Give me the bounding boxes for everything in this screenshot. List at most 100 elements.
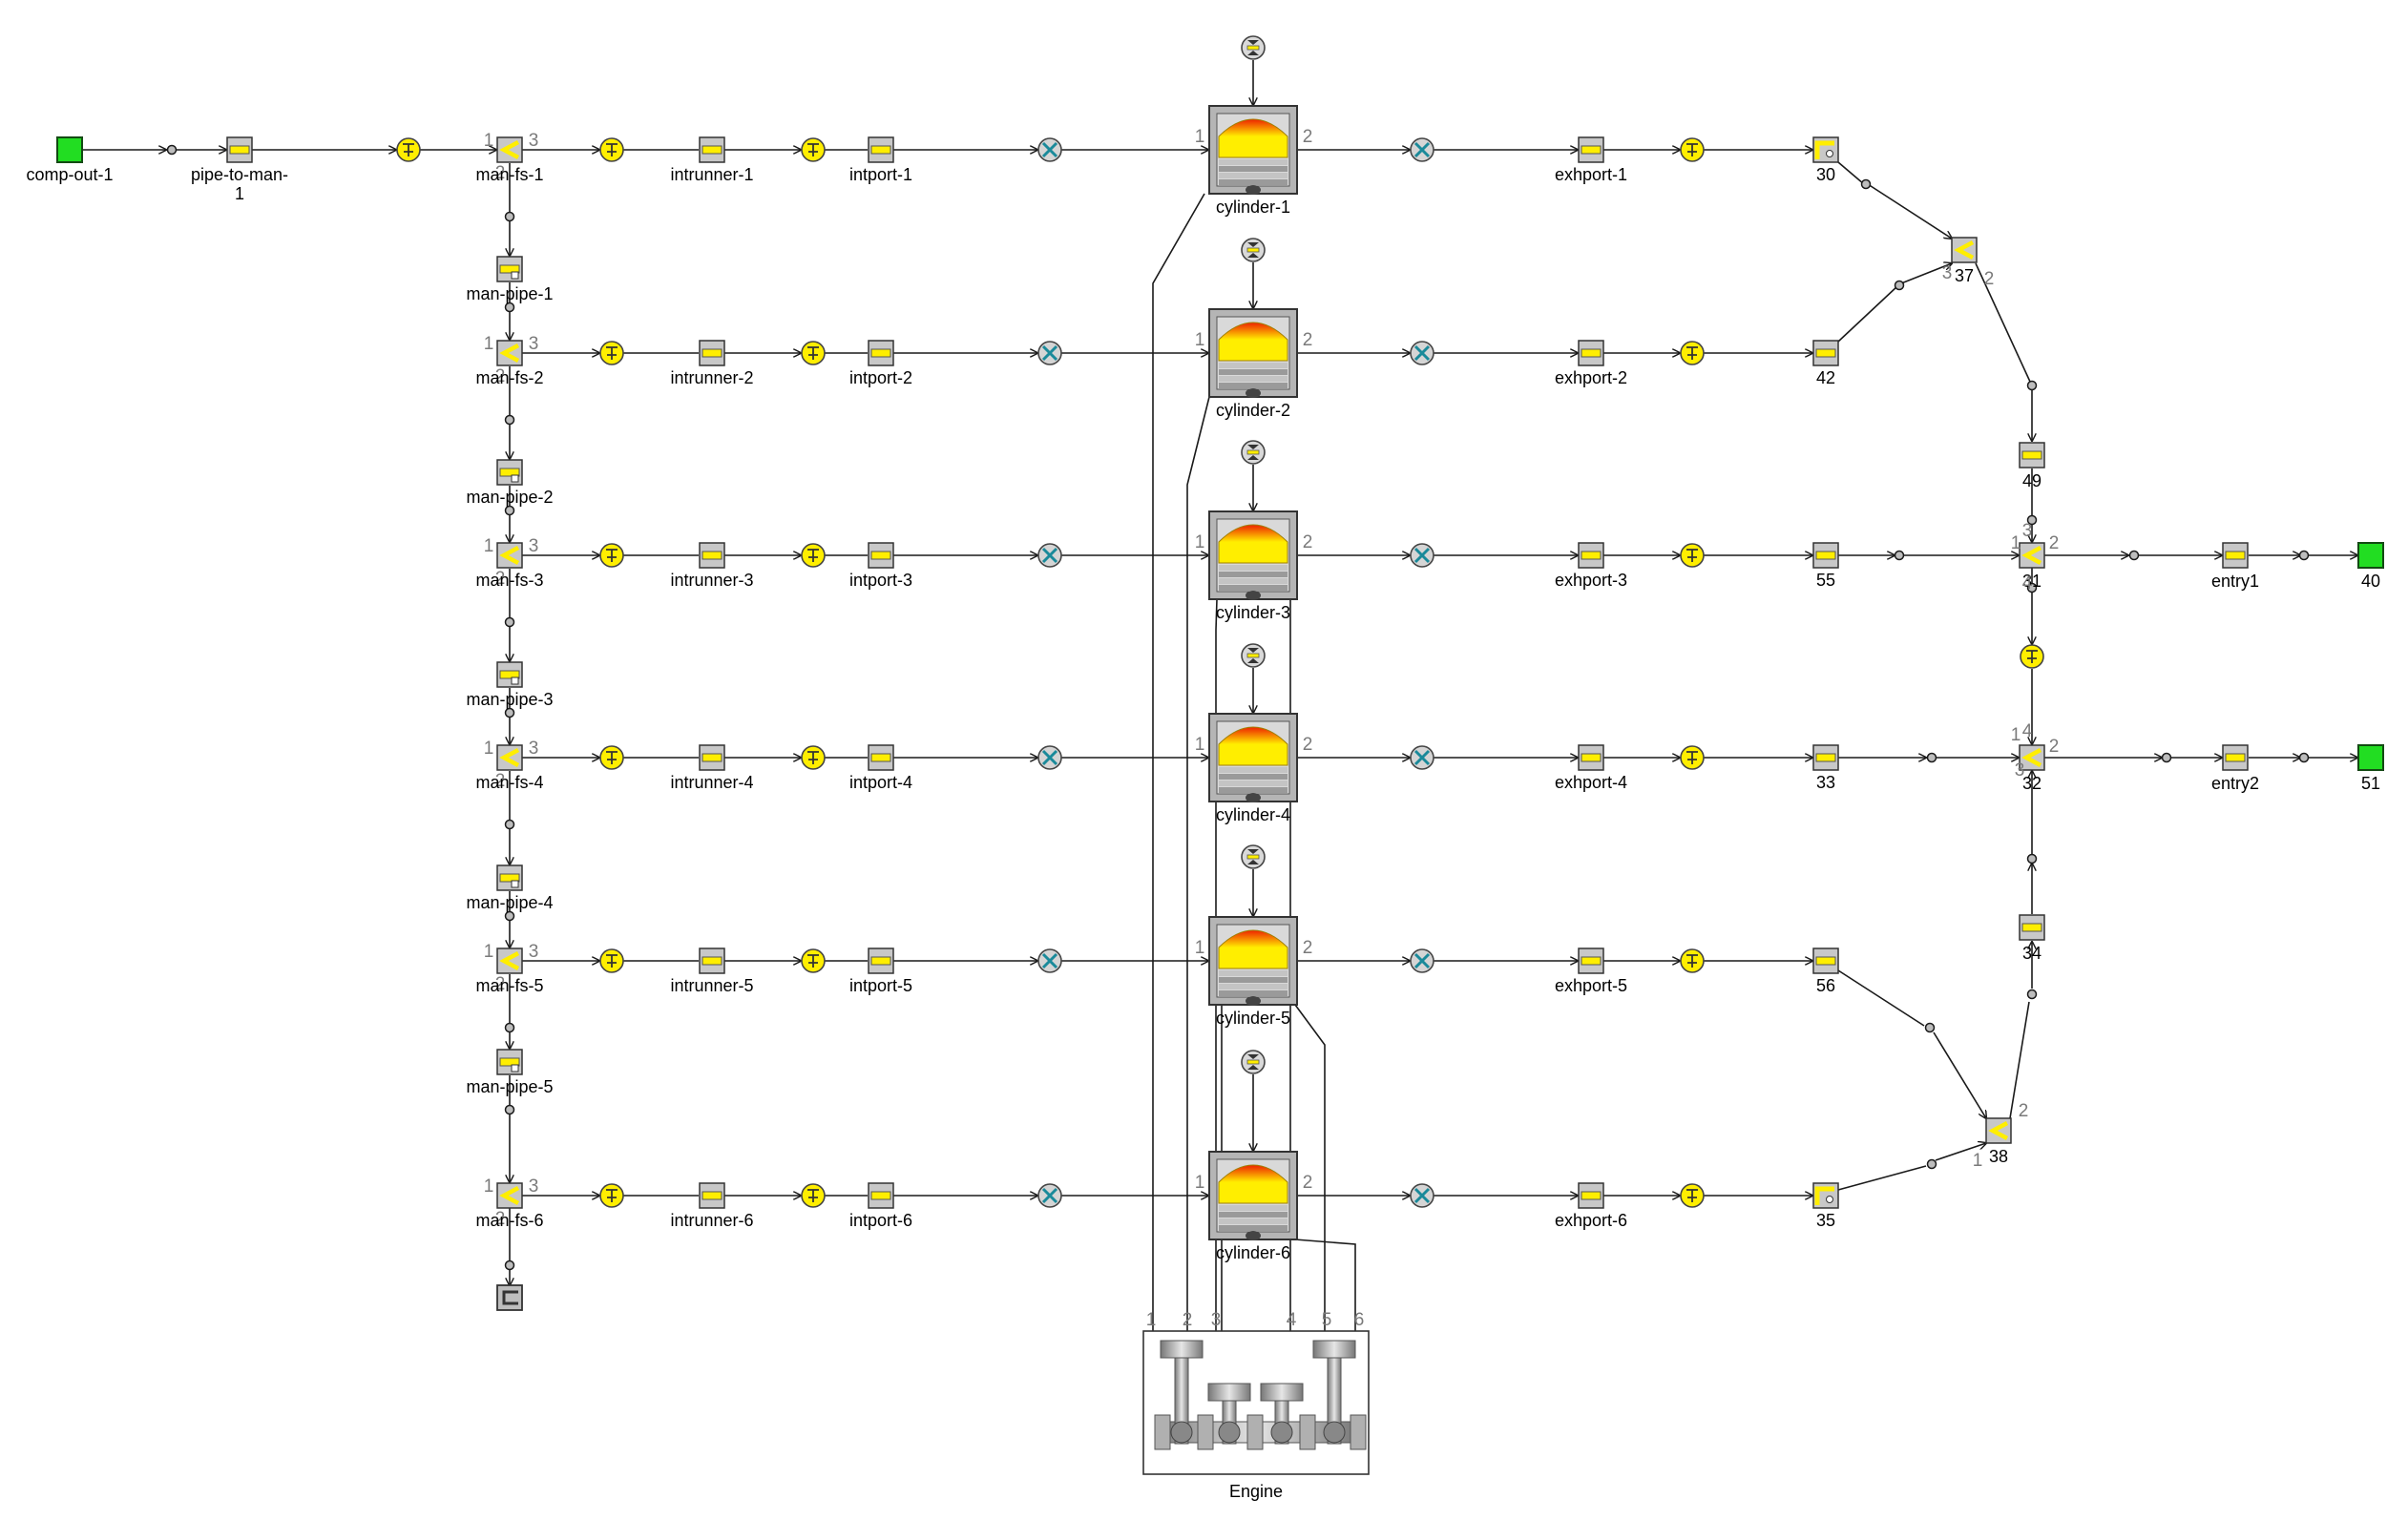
cylinder-4[interactable] <box>1208 713 1298 802</box>
orifice-intake-3[interactable] <box>1037 543 1062 568</box>
pipe-exhport-3[interactable] <box>1578 542 1604 569</box>
throttle-inlet[interactable] <box>396 137 421 162</box>
manifold-end-cap[interactable] <box>496 1284 523 1311</box>
pipe-man-pipe-2[interactable] <box>496 459 523 486</box>
throttle-exhaust-link[interactable] <box>2020 644 2044 669</box>
piston-pin <box>1246 793 1261 802</box>
pipe-34[interactable] <box>2019 914 2045 941</box>
orifice-intake-1[interactable] <box>1037 137 1062 162</box>
pipe-intrunner-2[interactable] <box>699 340 725 366</box>
orifice-exhaust-2[interactable] <box>1410 341 1434 365</box>
orifice-exhaust-4[interactable] <box>1410 745 1434 770</box>
pipe-exhport-6[interactable] <box>1578 1182 1604 1209</box>
pipe-56[interactable] <box>1812 947 1839 974</box>
pipe-man-pipe-4[interactable] <box>496 864 523 891</box>
pipe-to-man-1[interactable] <box>226 136 253 163</box>
port-number: 2 <box>495 974 506 994</box>
pipe-35[interactable] <box>1812 1182 1839 1209</box>
pipe-exhport-1[interactable] <box>1578 136 1604 163</box>
pipe-intrunner-5[interactable] <box>699 947 725 974</box>
throttle-runner-in-5[interactable] <box>599 948 624 973</box>
engine-block[interactable] <box>1142 1330 1370 1475</box>
cylinder-2[interactable] <box>1208 308 1298 398</box>
throttle-port-in-1[interactable] <box>801 137 826 162</box>
pipe-33[interactable] <box>1812 744 1839 771</box>
boundary-40[interactable] <box>2357 542 2384 569</box>
connection-dot-icon <box>2026 582 2038 593</box>
throttle-port-in-5[interactable] <box>801 948 826 973</box>
pipe-55[interactable] <box>1812 542 1839 569</box>
injector-5[interactable] <box>1241 844 1266 869</box>
orifice-exhaust-5[interactable] <box>1410 948 1434 973</box>
orifice-intake-6[interactable] <box>1037 1183 1062 1208</box>
throttle-exhaust-2[interactable] <box>1680 341 1705 365</box>
throttle-exhaust-5[interactable] <box>1680 948 1705 973</box>
orifice-intake-4[interactable] <box>1037 745 1062 770</box>
pipe-entry2[interactable] <box>2222 744 2249 771</box>
pipe-bar <box>1815 956 1836 966</box>
cylinder-3[interactable] <box>1208 510 1298 600</box>
pipe-exhport-2[interactable] <box>1578 340 1604 366</box>
throttle-runner-in-4[interactable] <box>599 745 624 770</box>
pipe-49[interactable] <box>2019 442 2045 468</box>
pipe-intrunner-1[interactable] <box>699 136 725 163</box>
flowsplit-man-fs-4[interactable] <box>496 744 523 771</box>
throttle-exhaust-3[interactable] <box>1680 543 1705 568</box>
throttle-runner-in-6[interactable] <box>599 1183 624 1208</box>
pipe-man-pipe-3[interactable] <box>496 661 523 688</box>
boundary-comp-out-1[interactable] <box>56 136 83 163</box>
injector-4[interactable] <box>1241 643 1266 668</box>
orifice-intake-5[interactable] <box>1037 948 1062 973</box>
injector-6[interactable] <box>1241 1050 1266 1074</box>
cylinder-1[interactable] <box>1208 105 1298 195</box>
flowsplit-man-fs-2[interactable] <box>496 340 523 366</box>
pipe-man-pipe-5[interactable] <box>496 1049 523 1075</box>
orifice-intake-2[interactable] <box>1037 341 1062 365</box>
throttle-port-in-4[interactable] <box>801 745 826 770</box>
throttle-port-in-3[interactable] <box>801 543 826 568</box>
pipe-man-pipe-1[interactable] <box>496 256 523 282</box>
flowsplit-man-fs-3[interactable] <box>496 542 523 569</box>
pipe-intrunner-3[interactable] <box>699 542 725 569</box>
pipe-exhport-4[interactable] <box>1578 744 1604 771</box>
throttle-port-in-6[interactable] <box>801 1183 826 1208</box>
throttle-mark <box>807 143 819 156</box>
pipe-42[interactable] <box>1812 340 1839 366</box>
throttle-runner-in-2[interactable] <box>599 341 624 365</box>
flowsplit-38[interactable] <box>1985 1117 2012 1144</box>
pipe-intrunner-6[interactable] <box>699 1182 725 1209</box>
pipe-exhport-5[interactable] <box>1578 947 1604 974</box>
flowsplit-31[interactable] <box>2019 542 2045 569</box>
injector-2[interactable] <box>1241 238 1266 262</box>
pipe-intport-4[interactable] <box>868 744 894 771</box>
flowsplit-man-fs-1[interactable] <box>496 136 523 163</box>
throttle-runner-in-3[interactable] <box>599 543 624 568</box>
pipe-intport-1[interactable] <box>868 136 894 163</box>
boundary-51[interactable] <box>2357 744 2384 771</box>
cylinder-5[interactable] <box>1208 916 1298 1006</box>
orifice-exhaust-6[interactable] <box>1410 1183 1434 1208</box>
crank-journal <box>1218 1421 1241 1444</box>
pipe-intport-5[interactable] <box>868 947 894 974</box>
throttle-exhaust-4[interactable] <box>1680 745 1705 770</box>
flowsplit-man-fs-5[interactable] <box>496 947 523 974</box>
pipe-30[interactable] <box>1812 136 1839 163</box>
injector-1[interactable] <box>1241 35 1266 60</box>
orifice-exhaust-3[interactable] <box>1410 543 1434 568</box>
pipe-intport-3[interactable] <box>868 542 894 569</box>
pipe-entry1[interactable] <box>2222 542 2249 569</box>
pipe-intport-6[interactable] <box>868 1182 894 1209</box>
flowsplit-man-fs-6[interactable] <box>496 1182 523 1209</box>
pipe-bar <box>1815 348 1836 358</box>
flowsplit-37[interactable] <box>1951 237 1978 263</box>
orifice-exhaust-1[interactable] <box>1410 137 1434 162</box>
throttle-port-in-2[interactable] <box>801 341 826 365</box>
throttle-exhaust-6[interactable] <box>1680 1183 1705 1208</box>
throttle-exhaust-1[interactable] <box>1680 137 1705 162</box>
throttle-runner-in-1[interactable] <box>599 137 624 162</box>
cylinder-6[interactable] <box>1208 1151 1298 1240</box>
injector-3[interactable] <box>1241 440 1266 465</box>
pipe-intrunner-4[interactable] <box>699 744 725 771</box>
pipe-intport-2[interactable] <box>868 340 894 366</box>
flowsplit-32[interactable] <box>2019 744 2045 771</box>
